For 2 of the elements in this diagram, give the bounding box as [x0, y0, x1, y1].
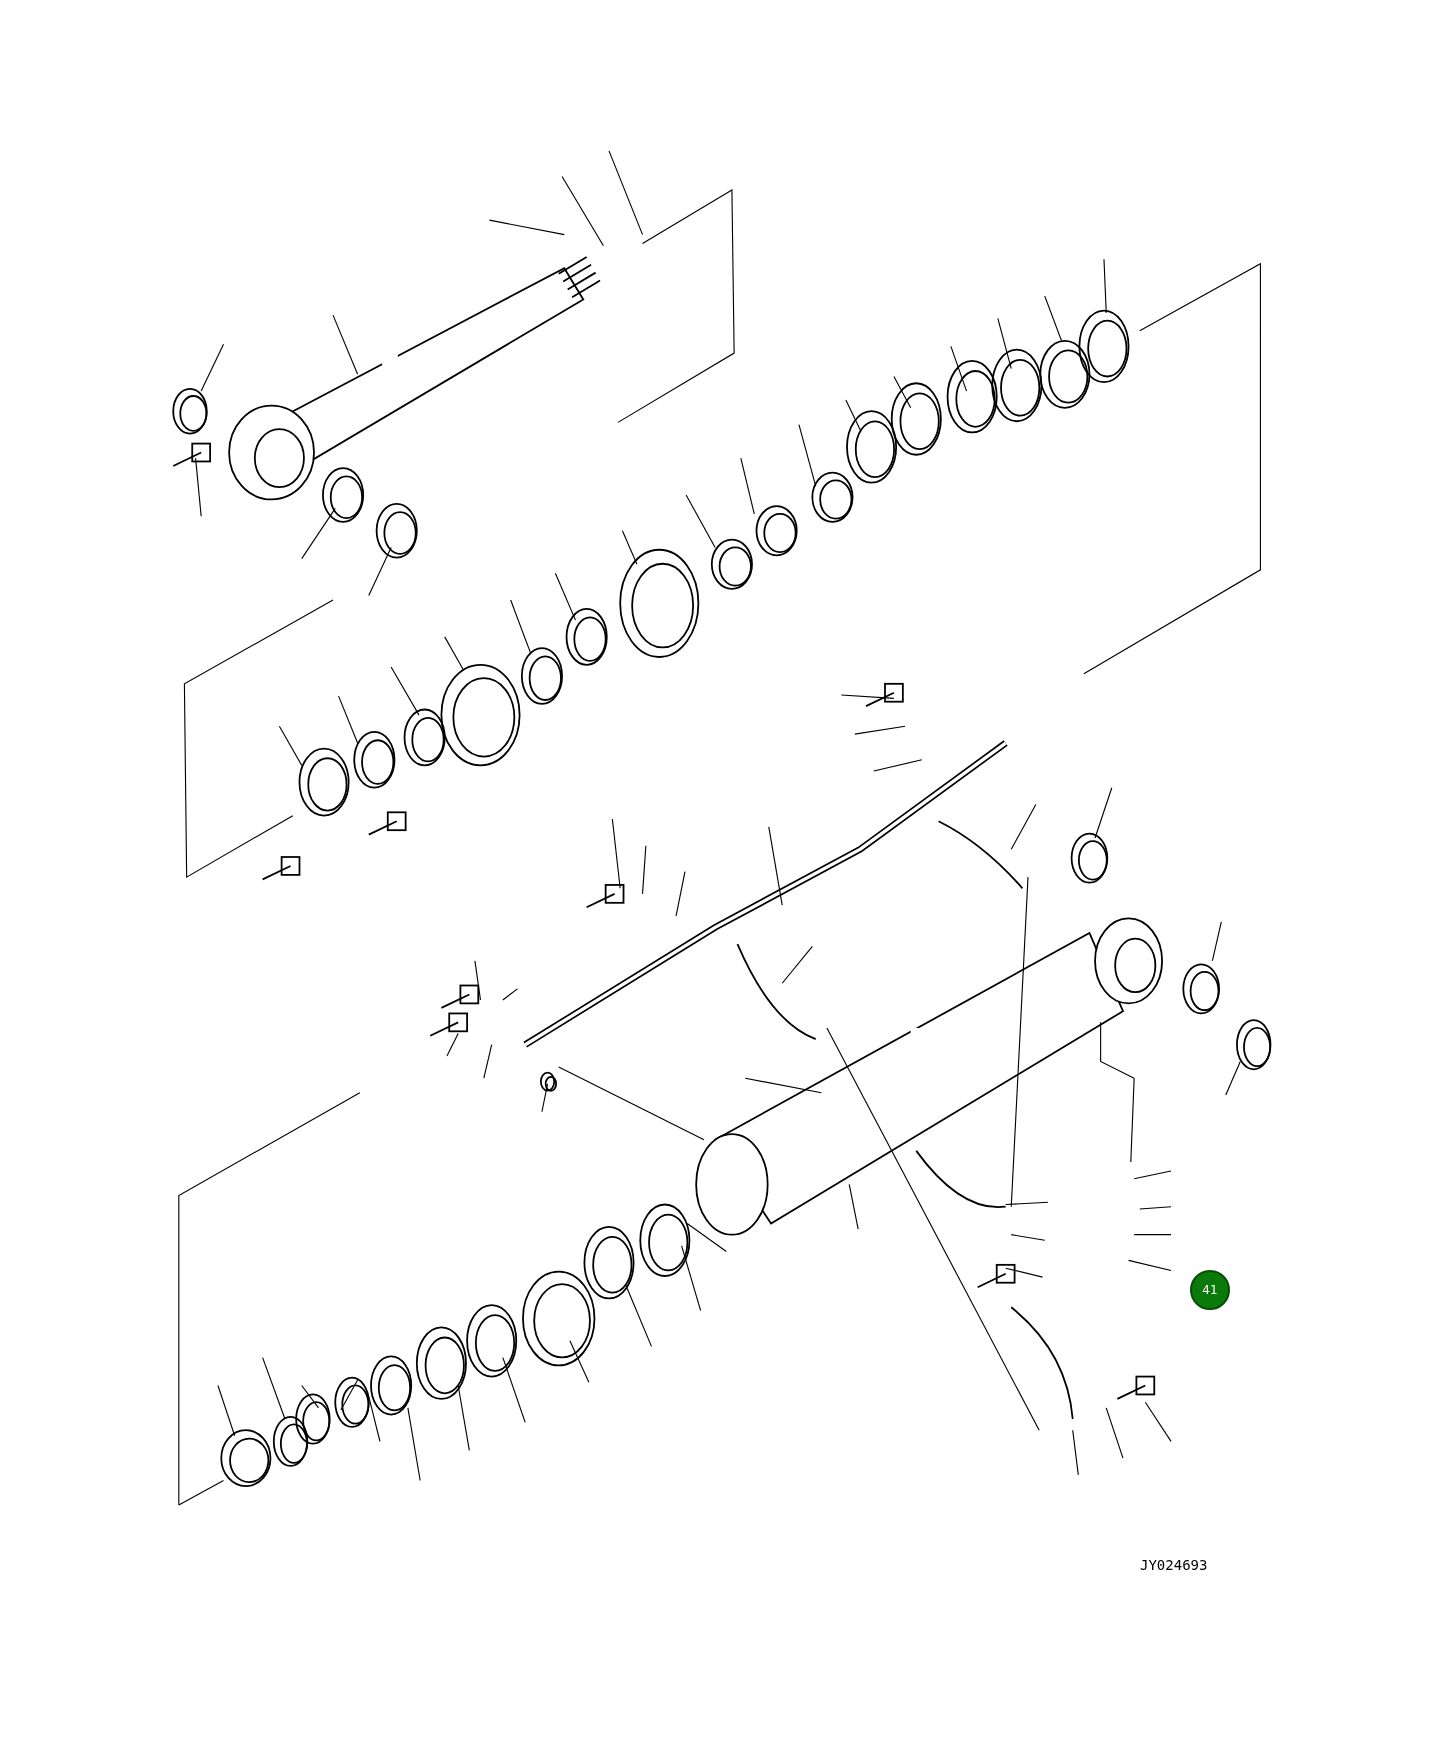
callout-number: 41	[1190, 1270, 1230, 1310]
drawing-number: JY024693	[1140, 1557, 1208, 1573]
